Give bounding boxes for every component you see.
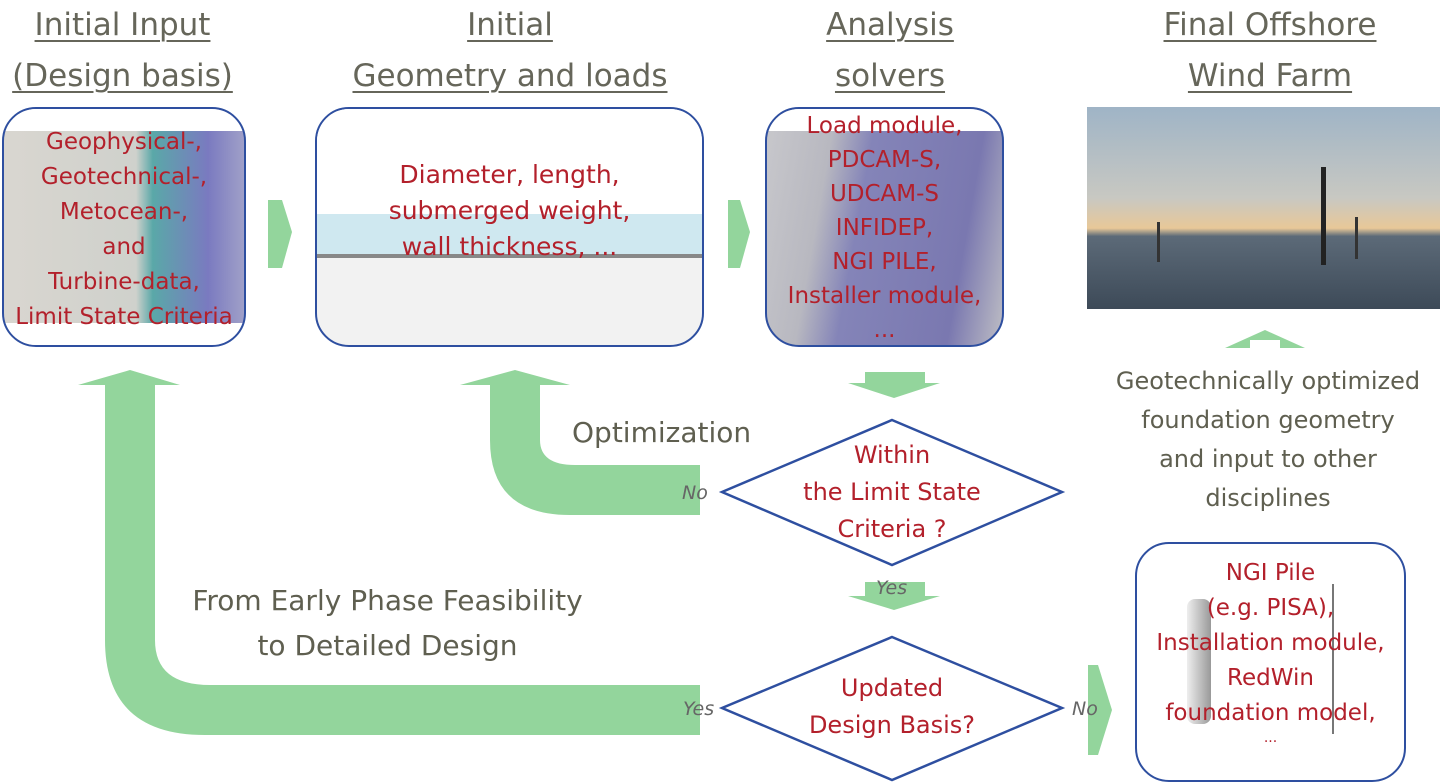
decision-diamond-limit-state <box>718 418 1066 567</box>
optimization-label: Optimization <box>572 416 752 449</box>
arrow-up-output <box>1225 330 1305 348</box>
geometry-box: Diameter, length,submerged weight,wall t… <box>315 107 704 347</box>
arrow-right-2 <box>728 200 750 268</box>
arrow-down-yes <box>848 582 940 610</box>
arrow-down-analysis <box>848 372 940 398</box>
foundation-model-box: NGI Pile(e.g. PISA),Installation module,… <box>1135 542 1406 782</box>
feasibility-loop-arrow <box>78 370 700 735</box>
no-label-optimization: No <box>682 482 708 504</box>
optimization-loop-arrow <box>460 370 700 515</box>
arrow-right-no <box>1088 665 1112 755</box>
arrow-right-1 <box>268 200 292 268</box>
yes-label-design-basis: Yes <box>683 698 715 720</box>
no-label-design-basis: No <box>1072 698 1098 720</box>
design-basis-box: Geophysical-,Geotechnical-,Metocean-,and… <box>2 107 246 347</box>
offshore-wind-farm-photo <box>1087 107 1440 309</box>
yes-label-limit-state: Yes <box>876 577 908 599</box>
decision-diamond-design-basis <box>718 635 1066 782</box>
title-initial-input: Initial Input(Design basis) <box>12 7 233 94</box>
